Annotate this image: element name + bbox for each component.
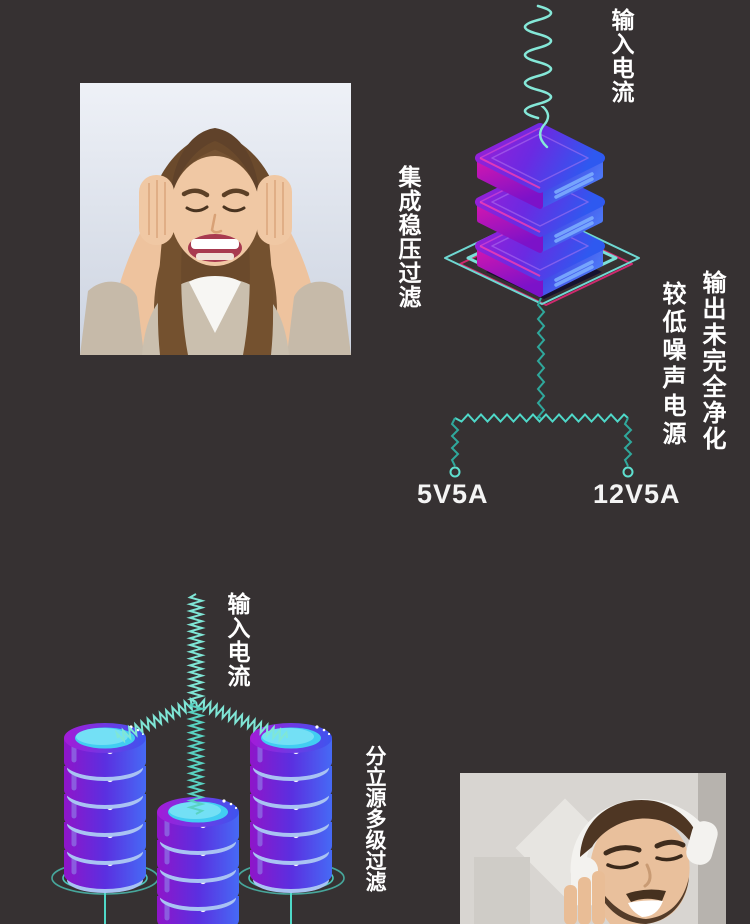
capacitor-stack-left	[51, 723, 159, 924]
regulator-chip-stack	[444, 106, 640, 306]
input-current-label-bottom: 输入电流	[224, 592, 250, 688]
rail-terminal-left	[449, 466, 461, 478]
photo-annoyed-woman	[80, 83, 351, 355]
input-current-coil	[114, 593, 288, 815]
integrated-filter-label: 集成稳压过滤	[395, 165, 421, 309]
capacitor-stacks	[51, 723, 345, 924]
rail-5v5a-label: 5V5A	[417, 479, 489, 509]
input-current-label-top: 输入电流	[608, 8, 634, 104]
rail-terminal-right	[622, 466, 634, 478]
input-current-wave-top	[523, 4, 553, 120]
capacitor-stack-right	[237, 723, 345, 924]
output-unpurified-label: 输出未完全净化	[698, 270, 725, 452]
output-rails	[449, 297, 634, 478]
lower-noise-label: 较低噪声电源	[658, 281, 685, 449]
rail-12v5a-label: 12V5A	[593, 479, 681, 509]
discrete-filter-label: 分立源多级过滤	[363, 745, 386, 892]
photo-man-headphones	[460, 773, 726, 924]
